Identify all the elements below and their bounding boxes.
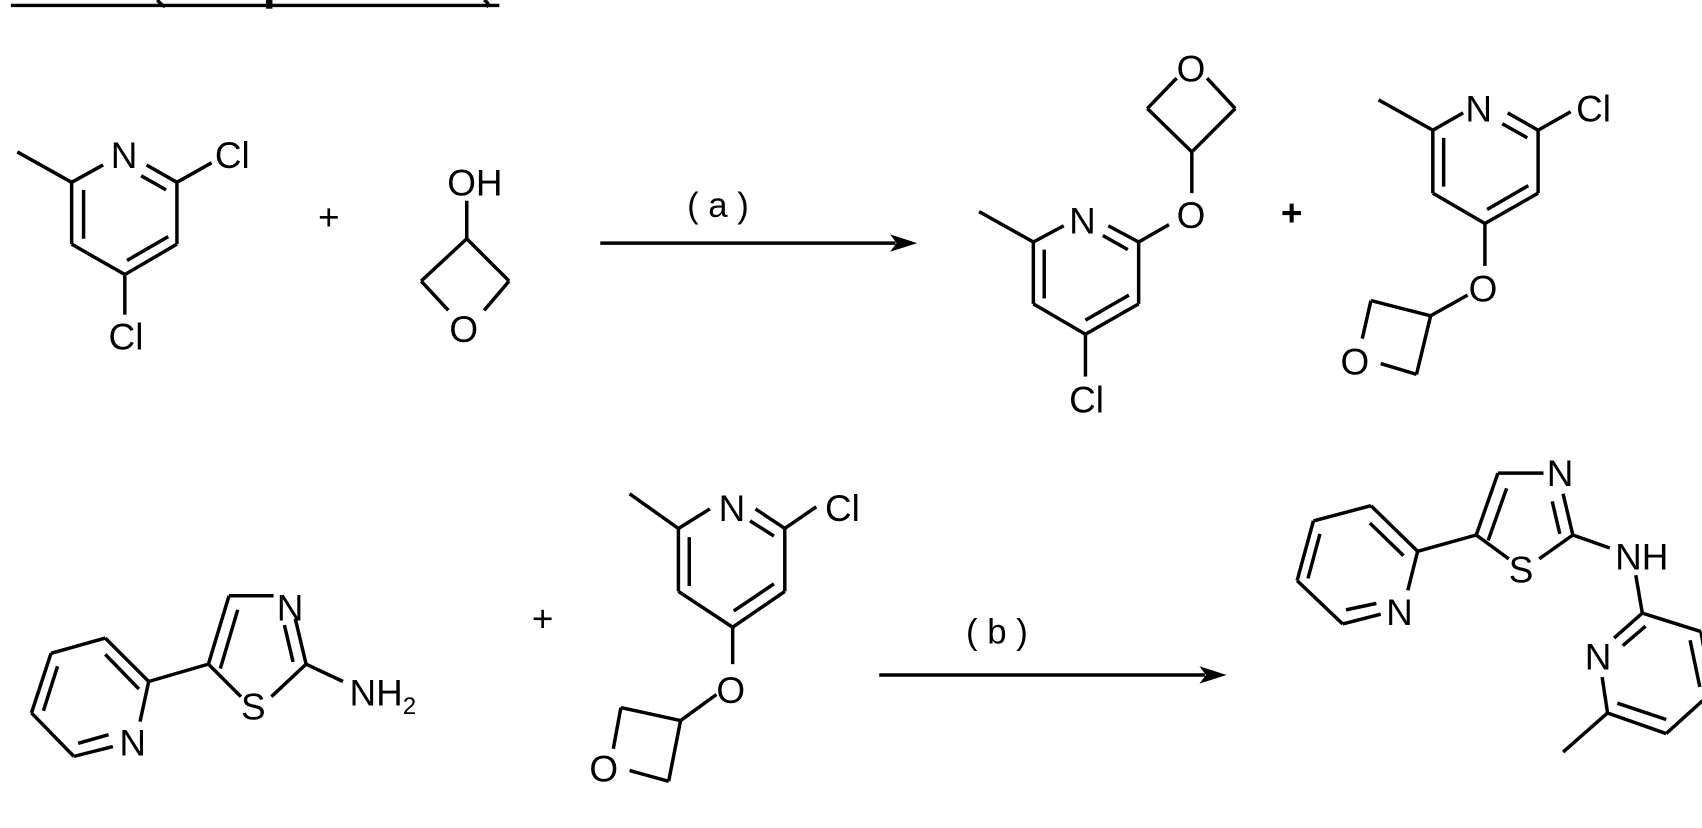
atom-n: N <box>719 488 746 529</box>
molecule-final-product: N N S NH N O O <box>1295 453 1702 754</box>
atom-o: O <box>1469 269 1498 310</box>
atom-n: N <box>1585 637 1612 678</box>
atom-cl: Cl <box>109 316 144 357</box>
molecule-product-4-oxetanyloxy: N Cl O O <box>1341 89 1611 383</box>
atom-s: S <box>1509 550 1534 591</box>
reaction-arrow-b: ( b ) <box>879 614 1227 684</box>
atom-n: N <box>1386 592 1413 633</box>
molecule-oxetanol: OH O <box>419 162 511 350</box>
condition-label-a: ( a ) <box>687 187 749 225</box>
plus-sign: + <box>1281 193 1303 234</box>
atom-o: O <box>1177 48 1206 89</box>
atom-nh2: NH2 <box>350 672 417 720</box>
reaction-arrow-a: ( a ) <box>600 187 918 252</box>
atom-cl: Cl <box>825 488 860 529</box>
atom-oh: OH <box>447 162 502 203</box>
atom-cl: Cl <box>1069 379 1104 420</box>
atom-n: N <box>1069 200 1096 241</box>
atom-o: O <box>1177 195 1206 236</box>
atom-nh: NH <box>1615 537 1668 578</box>
title-underline <box>10 0 500 9</box>
atom-n: N <box>119 722 146 763</box>
atom-n: N <box>277 588 304 629</box>
plus-sign: + <box>318 197 340 238</box>
molecule-chloromethyloxetanyloxypyridine: N Cl O O <box>589 488 859 789</box>
atom-n: N <box>111 135 138 176</box>
condition-label-b: ( b ) <box>966 614 1028 652</box>
atom-s: S <box>241 686 266 727</box>
atom-cl: Cl <box>215 135 250 176</box>
atom-o: O <box>716 670 745 711</box>
molecule-dichloromethylpyridine: N Cl Cl <box>16 135 250 357</box>
molecule-pyridinylthiazolamine: N N S NH2 <box>29 588 417 763</box>
atom-o: O <box>589 748 618 789</box>
atom-o: O <box>449 309 478 350</box>
plus-sign: + <box>532 599 554 640</box>
molecule-product-2-oxetanyloxy: N O O Cl <box>978 48 1237 420</box>
atom-cl: Cl <box>1576 89 1611 130</box>
atom-o: O <box>1341 341 1370 382</box>
atom-n: N <box>1465 89 1492 130</box>
atom-n: N <box>1547 453 1574 494</box>
